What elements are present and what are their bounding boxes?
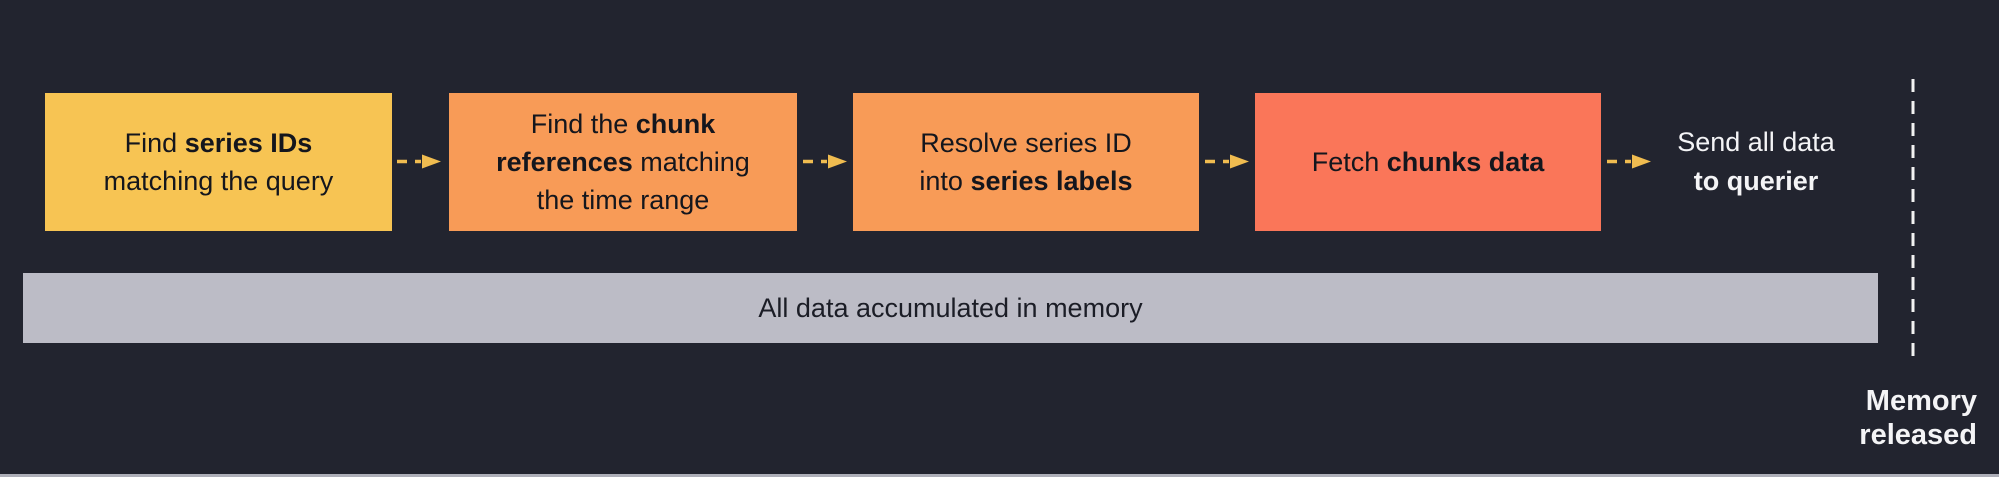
step-box-find-chunk-references: Find the chunk references matching the t… [449,93,797,231]
step-text: Fetch chunks data [1312,143,1545,181]
bottom-edge-divider [0,474,1999,477]
step-box-fetch-chunks-data: Fetch chunks data [1255,93,1601,231]
memory-release-divider-line [1911,79,1915,361]
step-line: Fetch chunks data [1311,147,1545,177]
step-text: Find series IDs matching the query [104,124,334,200]
memory-released-label: Memory released [1859,384,1977,452]
step-line: Find the chunk [530,109,716,139]
step-box-find-series-ids: Find series IDs matching the query [45,93,392,231]
memory-accumulated-bar: All data accumulated in memory [23,273,1878,343]
step-text: Resolve series ID into series labels [919,124,1132,200]
step-line: into series labels [919,166,1133,196]
memory-released-line: Memory [1865,385,1977,417]
send-line: to querier [1693,166,1819,196]
step-line: matching the query [103,166,334,196]
step-line: Find series IDs [124,128,313,158]
memory-released-line: released [1859,419,1977,451]
step-line: the time range [536,185,710,215]
send-to-querier-label: Send all data to querier [1655,93,1857,231]
memory-bar-label: All data accumulated in memory [758,292,1143,323]
flow-arrow-icon [397,154,441,169]
step-line: references matching [496,147,750,177]
flow-arrow-icon [1607,154,1651,169]
send-line: Send all data [1677,127,1835,157]
step-line: Resolve series ID [920,128,1132,158]
step-box-resolve-series-labels: Resolve series ID into series labels [853,93,1199,231]
step-text: Find the chunk references matching the t… [496,105,750,219]
flow-arrow-icon [803,154,847,169]
flow-arrow-icon [1205,154,1249,169]
